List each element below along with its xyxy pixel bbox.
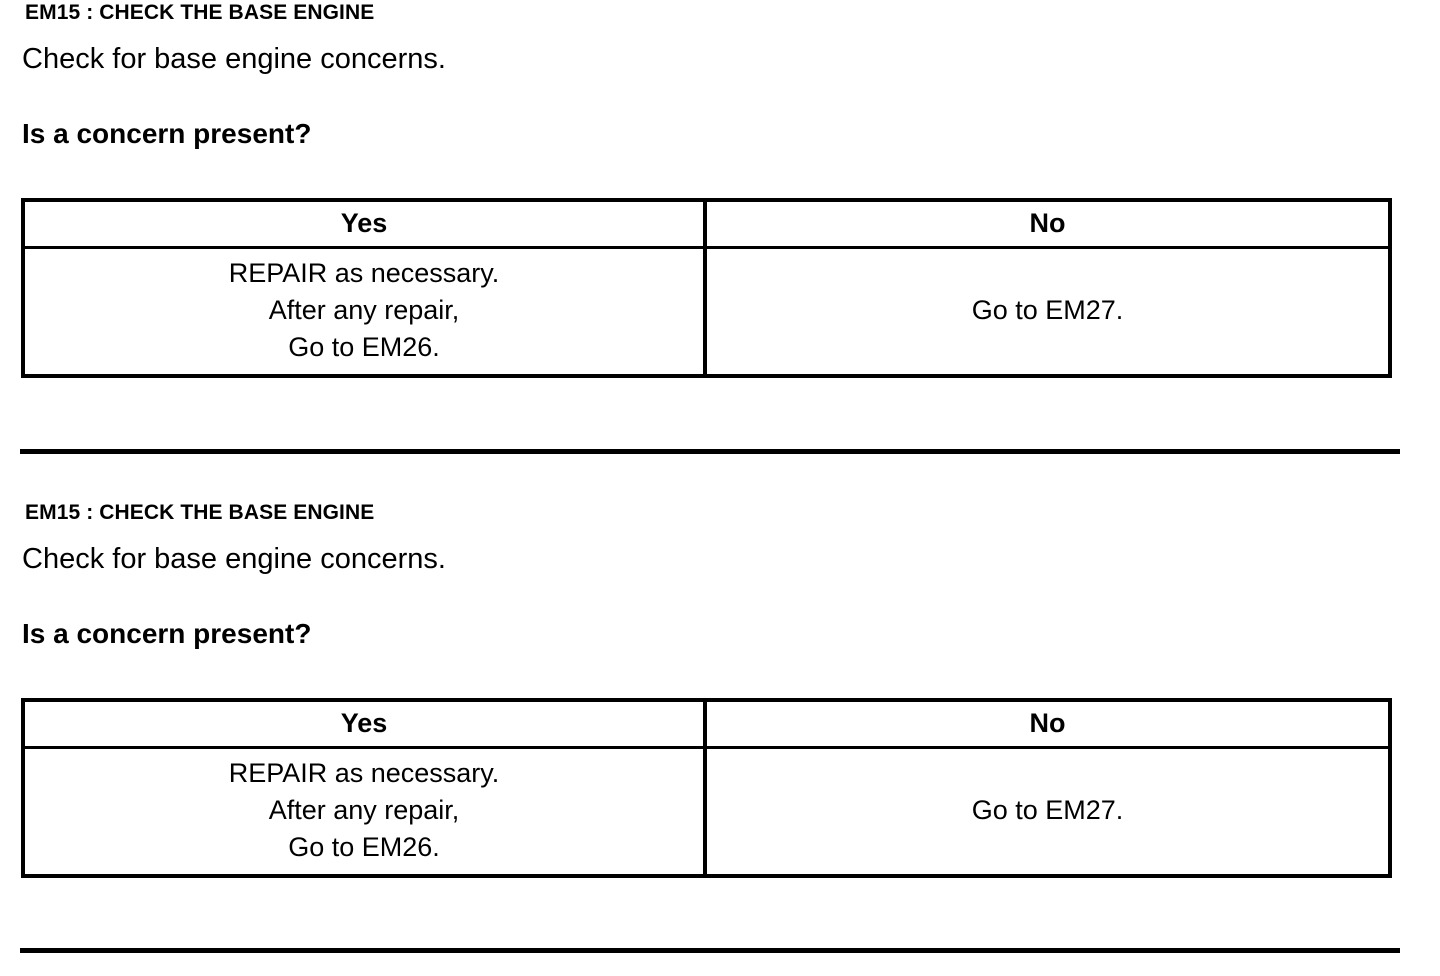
table-row: REPAIR as necessary. After any repair, G… [23,747,1390,877]
section-divider [20,948,1400,953]
table-header-no: No [705,200,1390,249]
table-header-yes: Yes [23,200,707,249]
table-cell-yes-action: REPAIR as necessary. After any repair, G… [23,747,707,876]
table-header-row: Yes No [23,200,1390,249]
decision-table-container: Yes No REPAIR as necessary. After any re… [0,150,1440,378]
table-cell-no-action: Go to EM27. [705,248,1390,377]
diagnostic-step-section: EM15 : CHECK THE BASE ENGINE Check for b… [0,500,1440,878]
step-instruction-text: Check for base engine concerns. [22,43,446,75]
table-header-yes: Yes [23,700,707,749]
decision-table-container: Yes No REPAIR as necessary. After any re… [0,650,1440,878]
table-cell-yes-action: REPAIR as necessary. After any repair, G… [23,247,707,376]
cell-line: REPAIR as necessary. [228,758,500,788]
cell-line: Go to EM27. [971,295,1124,325]
diagnostic-step-section: EM15 : CHECK THE BASE ENGINE Check for b… [0,0,1440,378]
cell-line: After any repair, [268,295,460,325]
table-cell-no-action: Go to EM27. [705,748,1390,877]
step-question-text: Is a concern present? [22,618,312,649]
cell-line: REPAIR as necessary. [228,258,500,288]
cell-line: Go to EM26. [288,332,440,362]
step-instruction-text: Check for base engine concerns. [22,543,446,575]
decision-table: Yes No REPAIR as necessary. After any re… [21,198,1392,378]
decision-table: Yes No REPAIR as necessary. After any re… [21,698,1392,878]
step-heading: EM15 : CHECK THE BASE ENGINE [25,501,375,524]
cell-line: Go to EM26. [288,832,440,862]
section-divider [20,449,1400,454]
cell-line: Go to EM27. [971,795,1124,825]
step-heading: EM15 : CHECK THE BASE ENGINE [25,1,375,24]
step-question-text: Is a concern present? [22,118,312,149]
table-row: REPAIR as necessary. After any repair, G… [23,247,1390,377]
cell-line: After any repair, [268,795,460,825]
table-header-row: Yes No [23,700,1390,749]
table-header-no: No [705,700,1390,749]
